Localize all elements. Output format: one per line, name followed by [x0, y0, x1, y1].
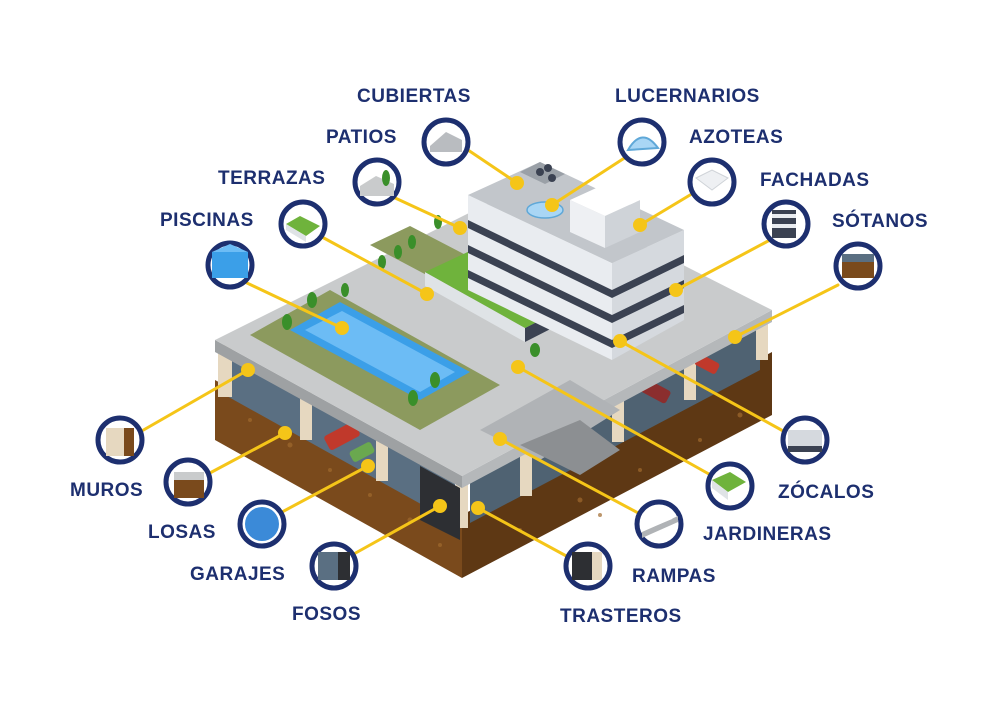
label-losas: LOSAS	[148, 522, 216, 543]
label-cubiertas: CUBIERTAS	[357, 86, 471, 107]
connector-lines	[138, 148, 840, 560]
label-fosos: FOSOS	[292, 604, 361, 625]
wall-icon	[95, 415, 145, 465]
label-garajes: GARAJES	[190, 564, 285, 585]
basement-icon	[833, 241, 883, 291]
label-jardineras: JARDINERAS	[703, 524, 832, 545]
labels: CUBIERTAS LUCERNARIOS PATIOS AZOTEAS TER…	[70, 86, 928, 627]
ramp-opening	[520, 420, 620, 475]
window-bands	[468, 220, 684, 348]
plinth-icon	[780, 415, 830, 465]
ramp-icon	[634, 499, 684, 549]
rooftop-units	[520, 162, 565, 184]
patio-icon	[352, 157, 402, 207]
callout-icons	[95, 117, 883, 591]
roof-icon	[421, 117, 471, 167]
label-patios: PATIOS	[326, 127, 397, 148]
building-right-face	[612, 230, 684, 360]
label-trasteros: TRASTEROS	[560, 606, 682, 627]
slab-icon	[163, 457, 213, 507]
label-lucernarios: LUCERNARIOS	[615, 86, 760, 107]
skylight-icon	[617, 117, 667, 167]
connector-dots	[241, 176, 742, 515]
terrace-icon	[278, 199, 328, 249]
label-zocalos: ZÓCALOS	[778, 481, 874, 503]
label-piscinas: PISCINAS	[160, 210, 254, 231]
soil-right-face	[462, 352, 772, 578]
label-fachadas: FACHADAS	[760, 170, 870, 191]
ramp	[480, 380, 620, 460]
building-left-face	[468, 195, 612, 360]
pool-icon	[205, 240, 255, 290]
facade-icon	[761, 199, 811, 249]
terrace-planter-side	[425, 272, 525, 342]
rooftop-box-top	[570, 184, 640, 216]
label-sotanos: SÓTANOS	[832, 210, 928, 232]
rooftop-icon	[687, 157, 737, 207]
garage-icon	[237, 499, 287, 549]
label-terrazas: TERRAZAS	[218, 168, 325, 189]
storage-room-icon	[563, 541, 613, 591]
planter-icon	[705, 461, 755, 511]
pit-icon	[309, 541, 359, 591]
label-rampas: RAMPAS	[632, 566, 716, 587]
parked-cars	[324, 354, 720, 462]
slab-left-edge	[215, 340, 462, 488]
label-muros: MUROS	[70, 480, 143, 501]
label-azoteas: AZOTEAS	[689, 127, 783, 148]
